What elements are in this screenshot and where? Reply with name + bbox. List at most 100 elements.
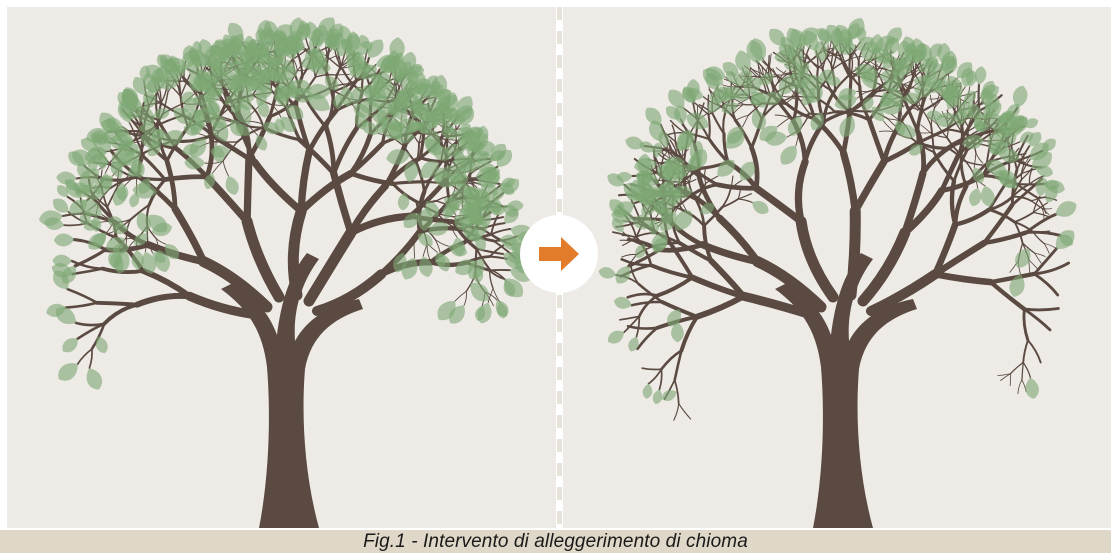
branch xyxy=(694,102,710,116)
leaf xyxy=(250,39,268,56)
leaf xyxy=(645,107,662,126)
branch xyxy=(312,269,387,316)
leaf xyxy=(897,40,912,63)
branch xyxy=(844,62,861,88)
leaf xyxy=(460,132,474,147)
leaf xyxy=(656,164,671,182)
leaf xyxy=(902,92,921,105)
leaf xyxy=(123,149,141,166)
branch xyxy=(488,268,511,272)
leaf xyxy=(191,53,201,69)
leaf xyxy=(1045,185,1058,203)
branch xyxy=(794,158,809,226)
leaf xyxy=(963,91,976,104)
leaf xyxy=(750,38,767,62)
branch xyxy=(902,97,919,131)
leaf xyxy=(743,77,762,95)
leaf xyxy=(287,43,303,54)
branch xyxy=(647,368,663,385)
leaf xyxy=(94,175,113,194)
leaf xyxy=(56,171,77,185)
leaf xyxy=(470,282,489,302)
leaf xyxy=(457,156,482,173)
leaf xyxy=(52,254,72,267)
branch xyxy=(222,160,229,177)
branch xyxy=(487,288,494,304)
branch xyxy=(988,279,1027,312)
branch xyxy=(332,76,361,93)
leaf xyxy=(225,176,239,195)
branch xyxy=(749,67,762,74)
leaf xyxy=(413,104,433,122)
branch xyxy=(797,96,811,115)
branch xyxy=(975,152,984,164)
leaf xyxy=(132,77,147,95)
branch xyxy=(1020,153,1025,166)
leaf xyxy=(57,185,69,197)
leaf xyxy=(814,41,828,63)
leaf xyxy=(428,221,449,236)
leaf xyxy=(780,145,797,165)
leaf xyxy=(860,68,878,90)
leaf xyxy=(131,250,144,270)
leaf xyxy=(192,94,210,106)
branch xyxy=(930,125,935,153)
leaf xyxy=(405,67,415,83)
branch xyxy=(416,189,427,234)
branch xyxy=(66,287,99,305)
leaf xyxy=(671,322,684,343)
leaf xyxy=(151,68,164,86)
branch xyxy=(734,114,749,122)
leaf xyxy=(141,251,157,274)
branch xyxy=(303,227,357,307)
branch xyxy=(297,137,337,176)
leaf xyxy=(188,109,204,120)
leaf xyxy=(674,210,693,231)
leaf xyxy=(458,108,475,126)
leaf xyxy=(838,42,856,55)
leaf xyxy=(324,75,339,91)
branch xyxy=(721,189,732,209)
leaf xyxy=(705,66,726,81)
branch xyxy=(1043,243,1056,249)
leaf xyxy=(894,120,906,136)
leaf xyxy=(173,107,193,125)
leaf xyxy=(835,24,852,47)
leaf xyxy=(917,42,932,63)
branch xyxy=(198,256,273,313)
leaf xyxy=(204,173,216,190)
leaf xyxy=(417,233,433,247)
branch xyxy=(658,368,663,391)
leaf xyxy=(1028,132,1042,147)
leaf xyxy=(909,144,923,156)
leaf xyxy=(377,71,392,87)
leaf xyxy=(999,173,1015,188)
branch xyxy=(1032,195,1041,214)
leaf xyxy=(138,178,151,195)
branch xyxy=(324,54,344,71)
branch xyxy=(422,161,443,193)
leaf xyxy=(786,27,802,49)
branch xyxy=(1024,213,1057,234)
leaf xyxy=(134,233,148,246)
branch xyxy=(767,55,770,76)
leaf xyxy=(838,88,857,101)
leaf xyxy=(866,41,880,54)
branch xyxy=(878,130,895,133)
leaf xyxy=(117,92,131,109)
leaf xyxy=(661,390,677,401)
leaf xyxy=(128,107,141,120)
branch xyxy=(929,94,936,109)
leaf xyxy=(136,106,155,126)
branch xyxy=(708,257,747,300)
branch xyxy=(929,131,948,139)
leaf xyxy=(304,21,318,42)
branch xyxy=(1022,361,1032,379)
leaf xyxy=(443,144,465,158)
branch xyxy=(673,349,683,382)
branch xyxy=(920,124,931,134)
leaf xyxy=(962,134,984,149)
leaf xyxy=(46,303,67,317)
branch xyxy=(641,367,663,371)
leaf xyxy=(443,165,464,181)
